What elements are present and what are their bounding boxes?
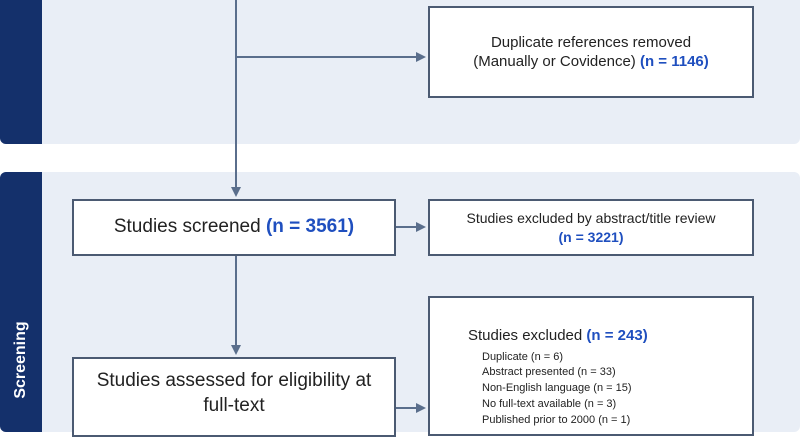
duplicates-line2: (Manually or Covidence) (n = 1146) <box>473 52 709 72</box>
exclusion-reasons-list: Duplicate (n = 6) Abstract presented (n … <box>468 350 632 430</box>
exclusion-reason: Non-English language (n = 15) <box>482 382 632 395</box>
exclusion-reason: Duplicate (n = 6) <box>482 350 564 363</box>
eligibility-line2: full-text <box>203 394 265 416</box>
screened-line: Studies screened (n = 3561) <box>114 215 354 240</box>
studies-screened-box: Studies screened (n = 3561) <box>72 199 396 256</box>
exclusion-reason: Abstract presented (n = 33) <box>482 366 616 379</box>
excluded-abstract-label: Studies excluded by abstract/title revie… <box>466 210 716 227</box>
duplicates-count: (n = 1146) <box>639 53 709 70</box>
duplicates-removed-box: Duplicate references removed (Manually o… <box>428 6 754 98</box>
exclusion-reason: No full-text available (n = 3) <box>482 398 617 411</box>
excluded-fulltext-heading: Studies excluded (n = 243) <box>468 326 648 346</box>
excluded-abstract-count: (n = 3221) <box>558 228 624 245</box>
duplicates-method: (Manually or Covidence) <box>473 53 640 70</box>
exclusion-reason: Published prior to 2000 (n = 1) <box>482 414 631 427</box>
screened-count: (n = 3561) <box>265 216 355 238</box>
phase-tab-identification <box>0 0 42 144</box>
eligibility-box: Studies assessed for eligibility at full… <box>72 357 396 437</box>
excluded-fulltext-title: Studies excluded <box>468 327 587 344</box>
duplicates-line1: Duplicate references removed <box>490 33 692 51</box>
phase-tab-screening <box>0 172 42 432</box>
eligibility-line1: Studies assessed for eligibility at <box>96 370 372 391</box>
excluded-abstract-box: Studies excluded by abstract/title revie… <box>428 199 754 256</box>
flow-connectors <box>231 0 426 413</box>
excluded-fulltext-count: (n = 243) <box>586 327 648 344</box>
excluded-fulltext-box: Studies excluded (n = 243) Duplicate (n … <box>428 296 754 436</box>
screened-label: Studies screened <box>113 216 266 238</box>
